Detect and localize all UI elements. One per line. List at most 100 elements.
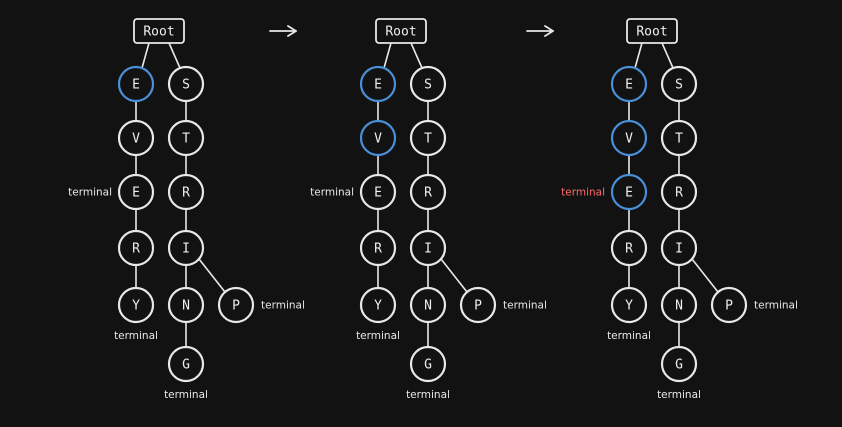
trie-node-r: [117, 229, 155, 267]
edge: [383, 42, 392, 69]
trie-node-y: [610, 286, 648, 324]
arrow-head: [544, 25, 554, 37]
edge: [691, 258, 719, 293]
node-letter: E: [374, 186, 382, 201]
node-letter: P: [232, 299, 240, 314]
trie-node-i: [167, 229, 205, 267]
terminal-label: terminal: [356, 330, 400, 342]
root-node: [375, 18, 427, 44]
right-arrow-icon: [526, 25, 554, 37]
trie-node-v: [610, 119, 648, 157]
terminal-label: terminal: [754, 300, 798, 312]
trie-node-s: [660, 65, 698, 103]
terminal-label: terminal: [164, 389, 208, 401]
trie-node-r: [610, 229, 648, 267]
node-letter: R: [675, 186, 683, 201]
node-letter: S: [424, 78, 432, 93]
trie-node-y: [117, 286, 155, 324]
trie-node-e: [610, 65, 648, 103]
node-letter: R: [132, 242, 140, 257]
edge: [168, 42, 181, 69]
node-letter: V: [132, 132, 140, 147]
trie-node-t: [409, 119, 447, 157]
trie-node-y: [359, 286, 397, 324]
node-letter: P: [474, 299, 482, 314]
terminal-label: terminal: [561, 187, 605, 199]
root-label: Root: [143, 25, 174, 40]
node-letter: I: [424, 242, 432, 257]
arrow-head: [287, 25, 297, 37]
node-letter: I: [675, 242, 683, 257]
node-letter: E: [132, 78, 140, 93]
node-letter: G: [675, 358, 683, 373]
trie-node-s: [167, 65, 205, 103]
node-letter: E: [625, 186, 633, 201]
trie-node-i: [660, 229, 698, 267]
trie-node-g: [167, 345, 205, 383]
trie-node-e: [117, 65, 155, 103]
node-letter: S: [675, 78, 683, 93]
node-letter: R: [625, 242, 633, 257]
trie-node-e: [359, 65, 397, 103]
right-arrow-icon: [269, 25, 297, 37]
node-letter: V: [625, 132, 633, 147]
trie-node-r: [359, 229, 397, 267]
node-letter: T: [182, 132, 190, 147]
trie-panel-1: RootEVEterminalRYterminalSTRINGterminalP…: [68, 18, 305, 401]
terminal-label: terminal: [657, 389, 701, 401]
node-letter: E: [625, 78, 633, 93]
trie-node-r: [409, 173, 447, 211]
terminal-label: terminal: [310, 187, 354, 199]
root-label: Root: [385, 25, 416, 40]
trie-node-n: [167, 286, 205, 324]
edge: [410, 42, 423, 69]
trie-node-p: [710, 286, 748, 324]
trie-node-g: [409, 345, 447, 383]
node-letter: N: [182, 299, 190, 314]
node-letter: Y: [132, 299, 140, 314]
node-letter: R: [182, 186, 190, 201]
node-letter: V: [374, 132, 382, 147]
terminal-label: terminal: [114, 330, 158, 342]
trie-node-t: [660, 119, 698, 157]
trie-node-n: [409, 286, 447, 324]
trie-node-r: [660, 173, 698, 211]
trie-node-p: [459, 286, 497, 324]
trie-node-t: [167, 119, 205, 157]
node-letter: Y: [625, 299, 633, 314]
trie-node-s: [409, 65, 447, 103]
node-letter: T: [424, 132, 432, 147]
trie-panel-2: RootEVEterminalRYterminalSTRINGterminalP…: [310, 18, 547, 401]
trie-node-p: [217, 286, 255, 324]
trie-panel-3: RootEVEterminalRYterminalSTRINGterminalP…: [561, 18, 798, 401]
root-node: [133, 18, 185, 44]
trie-node-n: [660, 286, 698, 324]
terminal-label: terminal: [68, 187, 112, 199]
trie-node-v: [359, 119, 397, 157]
edge: [198, 258, 226, 293]
node-letter: Y: [374, 299, 382, 314]
edge: [440, 258, 468, 293]
terminal-label: terminal: [261, 300, 305, 312]
root-node: [626, 18, 678, 44]
node-letter: S: [182, 78, 190, 93]
edge: [634, 42, 643, 69]
trie-node-g: [660, 345, 698, 383]
terminal-label: terminal: [406, 389, 450, 401]
node-letter: I: [182, 242, 190, 257]
node-letter: P: [725, 299, 733, 314]
terminal-label: terminal: [503, 300, 547, 312]
edge: [141, 42, 150, 69]
terminal-label: terminal: [607, 330, 651, 342]
trie-node-e: [359, 173, 397, 211]
node-letter: N: [675, 299, 683, 314]
node-letter: R: [374, 242, 382, 257]
node-letter: G: [182, 358, 190, 373]
trie-node-e: [117, 173, 155, 211]
trie-node-v: [117, 119, 155, 157]
edge: [661, 42, 674, 69]
trie-node-i: [409, 229, 447, 267]
node-letter: R: [424, 186, 432, 201]
node-letter: E: [132, 186, 140, 201]
